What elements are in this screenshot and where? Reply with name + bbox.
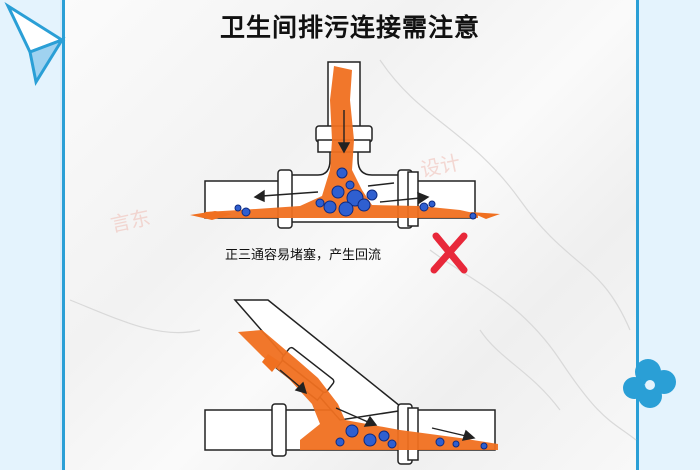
page-title: 卫生间排污连接需注意 <box>219 13 480 42</box>
frame-border-left <box>62 0 65 470</box>
cross-mark-icon <box>430 232 468 274</box>
paper-plane-icon <box>4 1 66 87</box>
frame-border-right <box>636 0 639 470</box>
tee-pipe-diagram <box>190 61 500 229</box>
flower-icon <box>623 359 676 408</box>
bubbles <box>234 167 477 220</box>
caption-tee-warning: 正三通容易堵塞，产生回流 <box>225 248 382 263</box>
left-background <box>0 0 60 470</box>
wye-pipe-diagram <box>204 299 498 465</box>
bubbles-bottom <box>335 424 488 450</box>
sewage-flow <box>205 66 478 218</box>
flow-arrow-icon <box>279 369 476 441</box>
flow-arrow-icon <box>253 110 430 205</box>
